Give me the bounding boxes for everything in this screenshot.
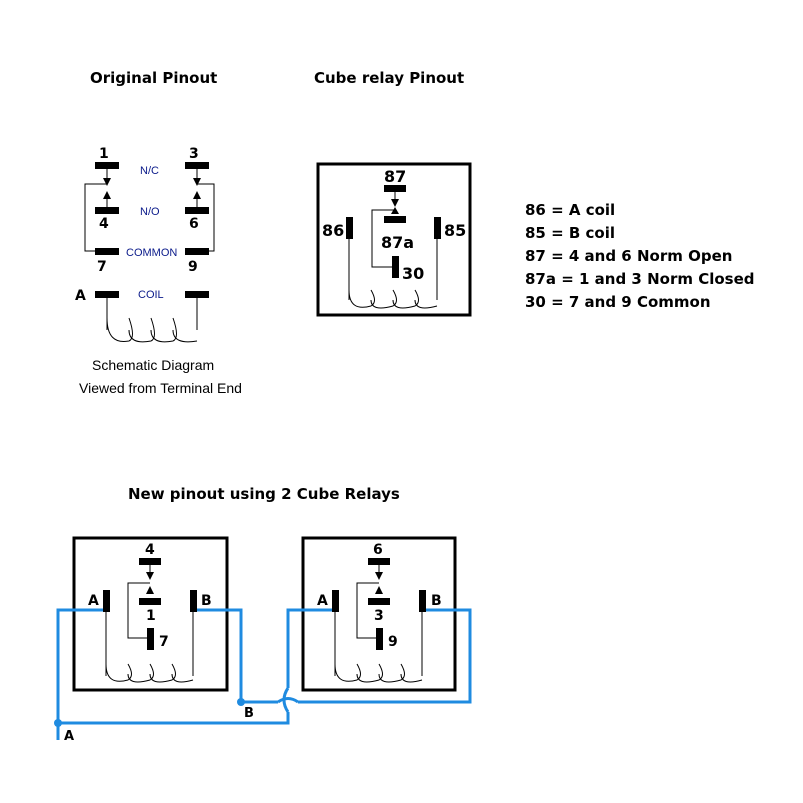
terminal-bar [147, 628, 154, 650]
nc-label: N/C [140, 165, 159, 177]
pin-label: 3 [189, 146, 199, 162]
terminal-bar [190, 590, 197, 612]
terminal-bar [419, 590, 426, 612]
pin-label: 4 [145, 542, 155, 558]
new-pinout-heading: New pinout using 2 Cube Relays [128, 485, 400, 503]
legend-line: 86 = A coil [525, 201, 616, 219]
schematic-caption-line2: Viewed from Terminal End [79, 380, 242, 396]
pin-label: 30 [402, 264, 424, 283]
legend-line: 87a = 1 and 3 Norm Closed [525, 270, 755, 288]
relay-2: 6 3 9 A B [301, 536, 457, 692]
junction-dot [54, 719, 62, 727]
terminal-bar [384, 216, 406, 223]
pin-label: 4 [99, 216, 109, 232]
relay-1: 4 1 7 A B [72, 536, 229, 692]
pin-label: 87a [381, 233, 414, 252]
terminal-bar [95, 207, 119, 214]
junction-dot [237, 698, 245, 706]
pin-label: 7 [159, 634, 169, 650]
common-label: COMMON [126, 247, 177, 259]
terminal-bar [332, 590, 339, 612]
coil-label: COIL [138, 289, 164, 301]
terminal-bar [103, 590, 110, 612]
terminal-bar [185, 162, 209, 169]
cube-relay-pinout-heading: Cube relay Pinout [314, 69, 465, 87]
pin-label: 87 [384, 167, 406, 186]
pin-label: 1 [99, 146, 109, 162]
terminal-bar [95, 162, 119, 169]
terminal-bar [384, 185, 406, 192]
blue-wiring [56, 608, 472, 740]
terminal-bar [185, 207, 209, 214]
wire-a-label: A [64, 729, 74, 744]
terminal-bar [185, 291, 209, 298]
schematic-caption-line1: Schematic Diagram [92, 357, 215, 373]
pin-label: 85 [444, 221, 466, 240]
original-schematic: 1 3 4 6 7 9 A N/C [75, 146, 215, 343]
original-pinout-heading: Original Pinout [90, 69, 218, 87]
pin-label: 6 [189, 216, 199, 232]
terminal-bar [376, 628, 383, 650]
cube-relay-diagram: 87 87a 30 86 85 [316, 162, 472, 317]
pin-label: B [431, 593, 442, 609]
pin-label: 9 [388, 634, 398, 650]
pin-label: A [88, 593, 99, 609]
terminal-bar [95, 248, 119, 255]
wire-b-label: B [244, 706, 254, 721]
terminal-bar [434, 217, 441, 239]
terminal-bar [139, 558, 161, 565]
pin-label: A [317, 593, 328, 609]
terminal-bar [139, 598, 161, 605]
terminal-bar [368, 558, 390, 565]
pin-label: 6 [373, 542, 383, 558]
pin-label: 86 [322, 221, 344, 240]
pin-label: 9 [188, 259, 198, 275]
legend-line: 87 = 4 and 6 Norm Open [525, 247, 733, 265]
pin-label: 1 [146, 608, 156, 624]
no-label: N/O [140, 206, 160, 218]
pin-label: B [201, 593, 212, 609]
legend-line: 30 = 7 and 9 Common [525, 293, 711, 311]
terminal-bar [346, 217, 353, 239]
terminal-bar [392, 256, 399, 278]
terminal-bar [368, 598, 390, 605]
pin-label: A [75, 288, 86, 304]
legend-line: 85 = B coil [525, 224, 616, 242]
terminal-bar [95, 291, 119, 298]
pin-label: 3 [374, 608, 384, 624]
terminal-bar [185, 248, 209, 255]
pin-label: 7 [97, 259, 107, 275]
